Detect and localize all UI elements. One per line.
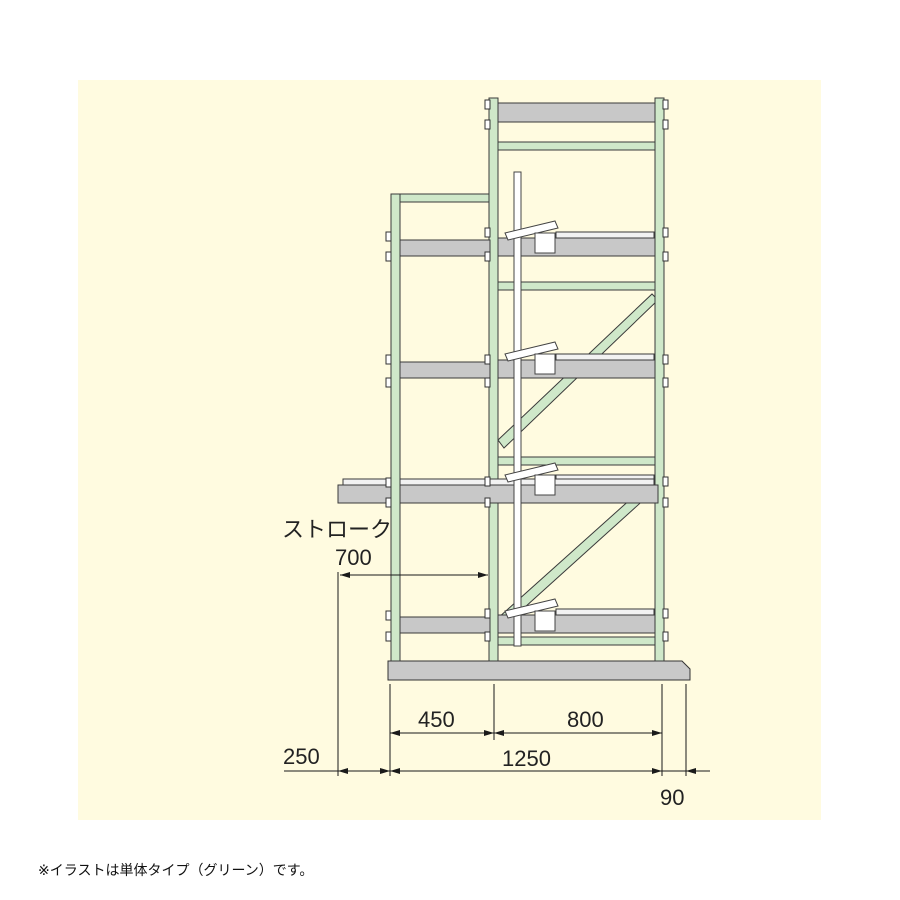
diagram-panel	[78, 80, 821, 820]
guide-rod	[513, 171, 522, 647]
rear-shelf-top	[555, 353, 655, 361]
top-beam	[495, 102, 659, 123]
front-top-rail	[390, 193, 490, 203]
base-plate	[387, 660, 691, 681]
rear-shelf-top	[555, 608, 655, 616]
stroke-label: ストローク	[282, 517, 392, 542]
front-span-value: 450	[418, 707, 455, 732]
front-shelf	[399, 616, 491, 634]
stroke-value: 700	[335, 545, 372, 570]
hanger-bracket	[504, 220, 559, 254]
front-upright	[390, 193, 401, 662]
rear-span-value: 800	[567, 707, 604, 732]
illustration-note: ※イラストは単体タイプ（グリーン）です。	[38, 863, 314, 879]
front-shelf	[399, 361, 491, 379]
rear-crossbar	[495, 141, 659, 151]
base-overhang-value: 90	[660, 785, 684, 810]
hanger-bracket	[504, 341, 559, 375]
rear-shelf-top	[555, 231, 655, 239]
bolts	[385, 99, 669, 642]
front-shelf	[399, 239, 491, 257]
extended-shelf	[337, 484, 659, 504]
hanger-bracket	[504, 462, 559, 496]
front-offset-value: 250	[283, 744, 320, 769]
hanger-bracket	[504, 598, 559, 632]
total-depth-value: 1250	[502, 746, 551, 771]
